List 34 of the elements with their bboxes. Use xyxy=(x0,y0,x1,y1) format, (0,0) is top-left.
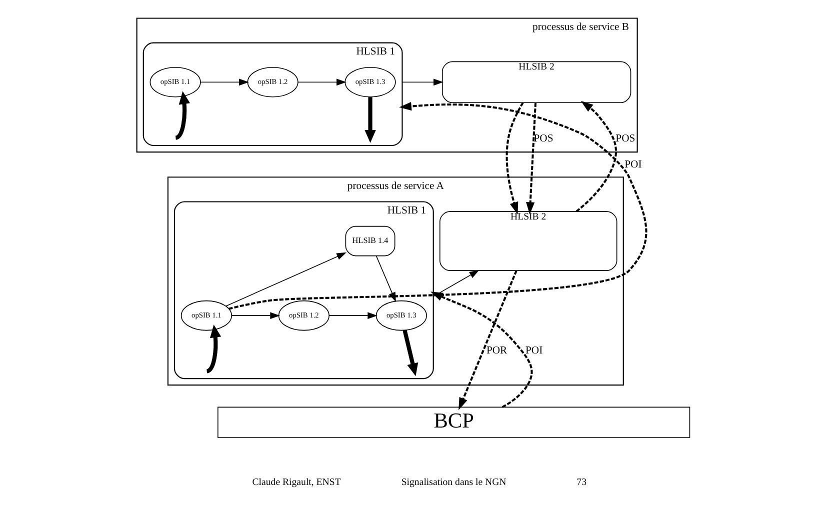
node-box: HLSIB 2 xyxy=(441,61,631,104)
arrow xyxy=(364,97,376,143)
arrow xyxy=(432,270,479,297)
node-box: BCP xyxy=(217,406,690,438)
node-ellipse: opSIB 1.1 xyxy=(180,300,232,331)
edge-label: POR xyxy=(486,346,507,357)
edge-label: POS xyxy=(615,133,635,144)
node-ellipse: opSIB 1.3 xyxy=(375,300,426,331)
arrow xyxy=(200,78,248,86)
arrow xyxy=(575,100,616,212)
arrow xyxy=(402,330,418,376)
arrow xyxy=(228,102,647,310)
arrow xyxy=(230,312,280,320)
label: Claude Rigault, ENST xyxy=(252,477,340,488)
node-box: HLSIB 1.4 xyxy=(344,226,395,256)
arrow xyxy=(505,102,524,214)
arrow xyxy=(225,252,346,307)
node-box: HLSIB 2 xyxy=(438,211,617,271)
node-ellipse: opSIB 1.3 xyxy=(344,66,396,98)
arrow xyxy=(174,91,190,140)
node-ellipse: opSIB 1.1 xyxy=(149,66,200,98)
node-ellipse: opSIB 1.2 xyxy=(246,66,298,98)
arrow xyxy=(458,270,517,410)
label: 73 xyxy=(576,477,586,488)
arrow xyxy=(401,78,443,86)
label: Signalisation dans le NGN xyxy=(400,477,506,488)
arrow xyxy=(328,312,377,320)
arrow xyxy=(526,102,536,214)
arrow xyxy=(430,292,532,408)
edge-label: POI xyxy=(525,346,542,357)
arrow xyxy=(206,324,221,374)
node-ellipse: opSIB 1.2 xyxy=(278,300,329,331)
arrow xyxy=(297,78,346,86)
edge-label: POI xyxy=(624,160,642,171)
